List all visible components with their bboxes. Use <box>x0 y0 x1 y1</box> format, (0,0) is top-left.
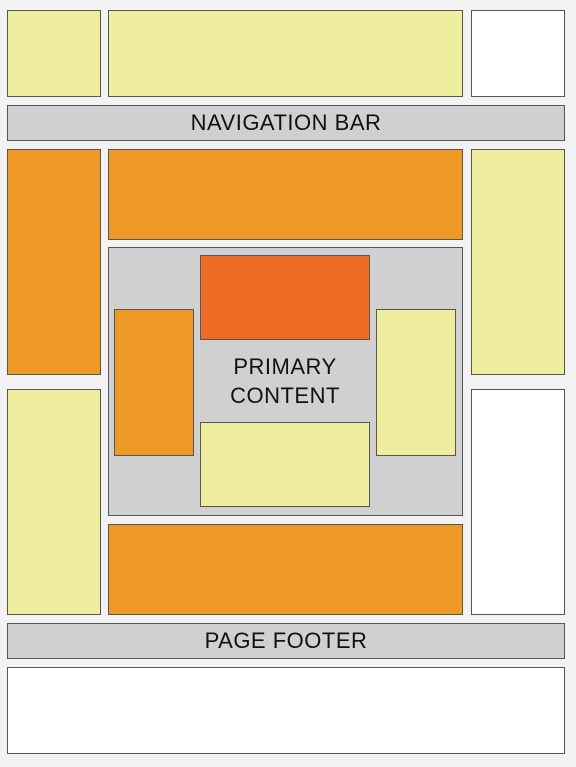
left-column-bottom-block <box>7 389 101 615</box>
right-column-top-block <box>471 149 565 375</box>
page-footer-label: PAGE FOOTER <box>204 628 368 653</box>
primary-content-right-block <box>376 309 456 456</box>
navigation-bar-label: NAVIGATION BAR <box>190 110 382 135</box>
top-left-block <box>7 10 101 97</box>
top-right-block <box>471 10 565 97</box>
right-column-bottom-block <box>471 389 565 615</box>
primary-content-label-line1: PRIMARY <box>233 354 337 379</box>
navigation-bar: NAVIGATION BAR <box>7 105 565 141</box>
content-top-block <box>108 149 463 240</box>
left-column-top-block <box>7 149 101 375</box>
primary-content-label: PRIMARY CONTENT <box>196 352 374 410</box>
page-footer: PAGE FOOTER <box>7 623 565 659</box>
primary-content-bottom-block <box>200 422 370 507</box>
primary-content-left-block <box>114 309 194 456</box>
bottom-block <box>7 667 565 754</box>
primary-content-label-line2: CONTENT <box>230 383 340 408</box>
content-bottom-block <box>108 524 463 615</box>
header-block <box>108 10 463 97</box>
primary-content-top-block <box>200 255 370 340</box>
